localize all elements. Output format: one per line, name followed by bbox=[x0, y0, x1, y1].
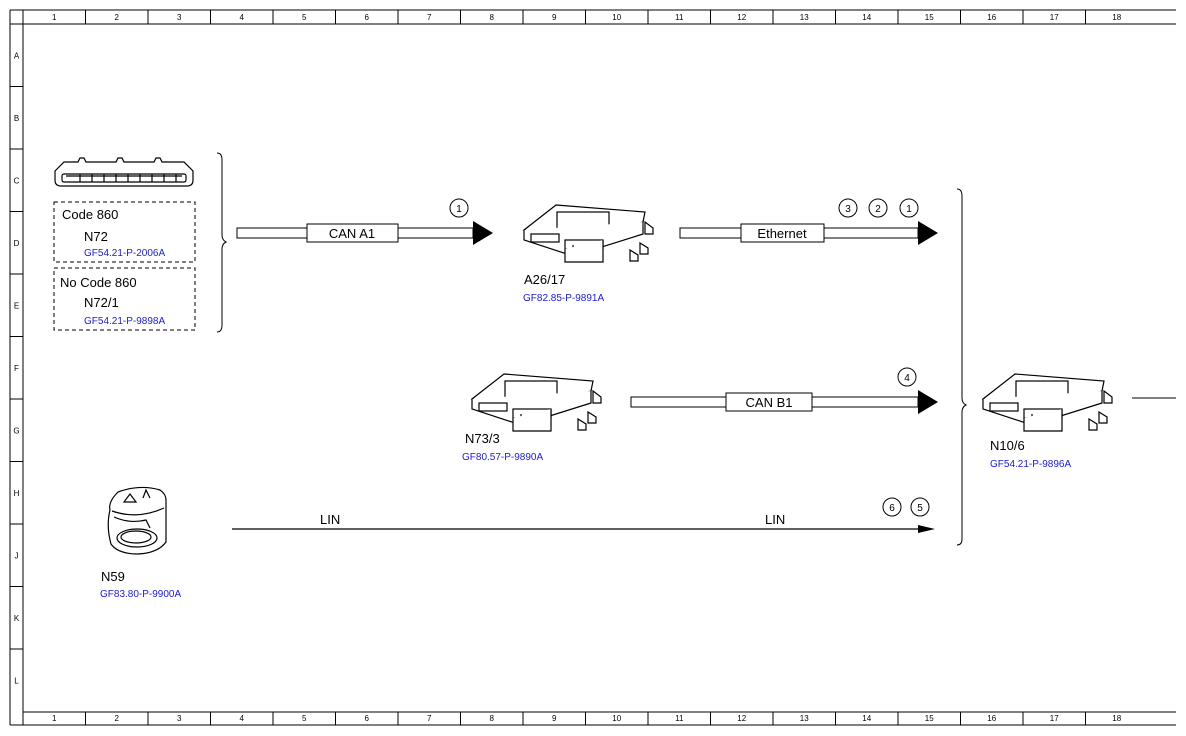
column-label-18-bottom: 18 bbox=[1112, 714, 1121, 723]
n10-6-name: N10/6 bbox=[990, 438, 1025, 453]
column-label-2-bottom: 2 bbox=[115, 714, 120, 723]
column-label-2-top: 2 bbox=[115, 13, 120, 22]
row-label-E: E bbox=[14, 301, 19, 310]
column-label-5-bottom: 5 bbox=[302, 714, 307, 723]
n72-1-name: N72/1 bbox=[84, 295, 119, 310]
column-label-6-bottom: 6 bbox=[365, 714, 370, 723]
column-label-11-top: 11 bbox=[675, 13, 684, 22]
column-label-18-top: 18 bbox=[1112, 13, 1121, 22]
n72-1-ref-link[interactable]: GF54.21-P-9898A bbox=[84, 316, 165, 327]
drawing-frame bbox=[9, 9, 1176, 726]
input-group-brace bbox=[216, 152, 228, 333]
row-label-J: J bbox=[15, 551, 19, 560]
n72-connector-icon bbox=[54, 157, 194, 187]
column-label-1-bottom: 1 bbox=[52, 714, 57, 723]
lin-label-left: LIN bbox=[320, 512, 340, 527]
n72-variant-box bbox=[53, 201, 196, 263]
n59-name: N59 bbox=[101, 569, 125, 584]
n72-code-label: Code 860 bbox=[62, 207, 118, 222]
column-label-8-top: 8 bbox=[490, 13, 495, 22]
a26-17-ref-link[interactable]: GF82.85-P-9891A bbox=[523, 293, 604, 304]
column-label-6-top: 6 bbox=[365, 13, 370, 22]
column-label-13-bottom: 13 bbox=[800, 714, 809, 723]
row-label-A: A bbox=[14, 51, 20, 60]
lin-marker-6: 6 bbox=[889, 503, 895, 514]
can-b1-marker-4: 4 bbox=[904, 373, 910, 384]
row-label-L: L bbox=[14, 676, 19, 685]
can-a1-label: CAN A1 bbox=[329, 226, 375, 241]
column-label-15-bottom: 15 bbox=[925, 714, 934, 723]
ethernet-marker-2: 2 bbox=[875, 204, 881, 215]
column-label-9-bottom: 9 bbox=[552, 714, 557, 723]
column-label-14-bottom: 14 bbox=[862, 714, 871, 723]
n10-6-module-icon bbox=[981, 373, 1113, 432]
ethernet-marker-3: 3 bbox=[845, 204, 851, 215]
column-label-12-top: 12 bbox=[737, 13, 746, 22]
column-label-3-bottom: 3 bbox=[177, 714, 182, 723]
column-label-13-top: 13 bbox=[800, 13, 809, 22]
ethernet-label: Ethernet bbox=[757, 226, 807, 241]
column-label-5-top: 5 bbox=[302, 13, 307, 22]
ethernet-marker-1: 1 bbox=[906, 204, 912, 215]
n59-sensor-icon bbox=[107, 486, 167, 555]
n72-1-variant-box bbox=[53, 267, 196, 331]
row-label-K: K bbox=[14, 614, 20, 623]
can-a1-bus: CAN A1 1 bbox=[236, 198, 493, 245]
can-b1-label: CAN B1 bbox=[746, 395, 793, 410]
row-label-G: G bbox=[13, 426, 19, 435]
output-group-brace bbox=[956, 188, 968, 546]
ethernet-bus: Ethernet 3 2 1 bbox=[679, 198, 938, 245]
column-label-3-top: 3 bbox=[177, 13, 182, 22]
column-label-9-top: 9 bbox=[552, 13, 557, 22]
n72-ref-link[interactable]: GF54.21-P-2006A bbox=[84, 248, 165, 259]
column-label-8-bottom: 8 bbox=[490, 714, 495, 723]
column-label-10-top: 10 bbox=[612, 13, 621, 22]
can-b1-bus: CAN B1 4 bbox=[630, 367, 938, 414]
n73-3-module-icon bbox=[470, 373, 602, 432]
column-label-4-bottom: 4 bbox=[240, 714, 245, 723]
row-label-B: B bbox=[14, 114, 19, 123]
column-label-17-top: 17 bbox=[1050, 13, 1059, 22]
column-label-4-top: 4 bbox=[240, 13, 245, 22]
lin-bus: LIN LIN 6 5 bbox=[232, 497, 935, 533]
column-label-17-bottom: 17 bbox=[1050, 714, 1059, 723]
column-label-16-top: 16 bbox=[987, 13, 996, 22]
n10-6-ref-link[interactable]: GF54.21-P-9896A bbox=[990, 459, 1071, 470]
column-label-1-top: 1 bbox=[52, 13, 57, 22]
n59-ref-link[interactable]: GF83.80-P-9900A bbox=[100, 589, 181, 600]
row-label-H: H bbox=[14, 489, 20, 498]
can-a1-marker-1: 1 bbox=[456, 204, 462, 215]
a26-17-name: A26/17 bbox=[524, 272, 565, 287]
column-label-11-bottom: 11 bbox=[675, 714, 684, 723]
row-label-F: F bbox=[14, 364, 19, 373]
a26-17-module-icon bbox=[522, 204, 654, 263]
lin-marker-5: 5 bbox=[917, 503, 923, 514]
column-label-15-top: 15 bbox=[925, 13, 934, 22]
row-label-C: C bbox=[14, 176, 20, 185]
column-label-7-top: 7 bbox=[427, 13, 432, 22]
n72-1-code-label: No Code 860 bbox=[60, 275, 137, 290]
column-label-14-top: 14 bbox=[862, 13, 871, 22]
column-label-10-bottom: 10 bbox=[612, 714, 621, 723]
column-label-12-bottom: 12 bbox=[737, 714, 746, 723]
column-ticks: 1122334455667788991010111112121313141415… bbox=[22, 10, 1122, 725]
lin-label-right: LIN bbox=[765, 512, 785, 527]
column-label-7-bottom: 7 bbox=[427, 714, 432, 723]
row-ticks: A B C D E F G H J K L bbox=[10, 23, 23, 685]
column-label-16-bottom: 16 bbox=[987, 714, 996, 723]
n72-name: N72 bbox=[84, 229, 108, 244]
n73-3-ref-link[interactable]: GF80.57-P-9890A bbox=[462, 452, 543, 463]
row-label-D: D bbox=[14, 239, 20, 248]
n73-3-name: N73/3 bbox=[465, 431, 500, 446]
